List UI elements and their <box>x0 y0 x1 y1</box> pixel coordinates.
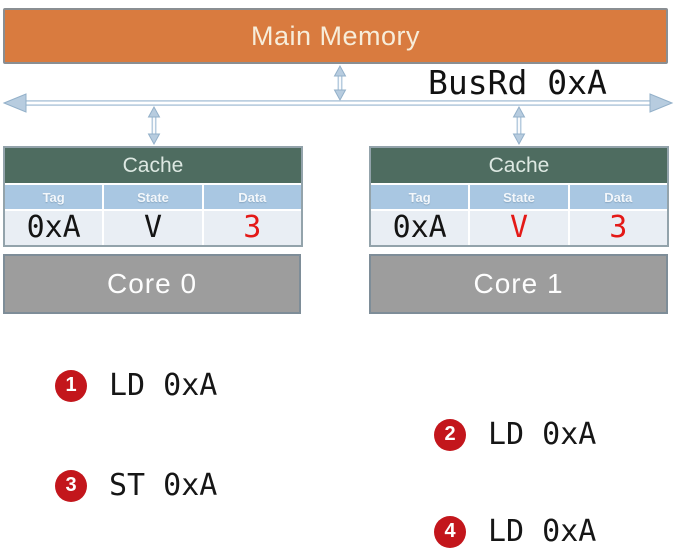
step-4-operation: LD 0xA <box>488 514 597 549</box>
cache-1-state-value: V <box>470 211 568 245</box>
cache-0-state-value: V <box>104 211 202 245</box>
step-2-number-badge: 2 <box>434 418 466 451</box>
step-3: 3 ST 0xA <box>55 468 217 503</box>
step-1-operation: LD 0xA <box>109 368 218 403</box>
cache-1-panel: Cache Tag State Data 0xA V 3 <box>369 146 669 247</box>
core-1-box: Core 1 <box>369 254 668 314</box>
cache-0-data-value: 3 <box>203 211 301 245</box>
cache-1-entry-row: 0xA V 3 <box>371 211 667 245</box>
cache-0-entry-row: 0xA V 3 <box>5 211 301 245</box>
cache-1-title: Cache <box>371 148 667 185</box>
main-memory-label: Main Memory <box>250 20 421 51</box>
cache-1-column-headers: Tag State Data <box>371 185 667 209</box>
cache-1-col-data: Data <box>569 185 667 209</box>
step-4-number-badge: 4 <box>434 515 466 548</box>
step-3-operation: ST 0xA <box>109 468 218 503</box>
bus-transaction-label: BusRd 0xA <box>428 63 607 102</box>
step-3-number-badge: 3 <box>55 469 87 502</box>
cache-0-col-state: State <box>104 185 202 209</box>
cache-1-col-state: State <box>470 185 568 209</box>
cache-0-col-tag: Tag <box>5 185 103 209</box>
cache-1-data-value: 3 <box>569 211 667 245</box>
step-4: 4 LD 0xA <box>434 514 596 549</box>
cache-0-column-headers: Tag State Data <box>5 185 301 209</box>
step-1: 1 LD 0xA <box>55 368 217 403</box>
main-memory-box: Main Memory <box>3 8 668 64</box>
step-2: 2 LD 0xA <box>434 417 596 452</box>
bus-cache1-arrow <box>512 105 526 146</box>
step-1-number-badge: 1 <box>55 369 87 402</box>
memory-bus-arrow <box>333 64 347 102</box>
cache-0-col-data: Data <box>203 185 301 209</box>
cache-1-tag-value: 0xA <box>371 211 469 245</box>
cache-1-col-tag: Tag <box>371 185 469 209</box>
step-2-operation: LD 0xA <box>488 417 597 452</box>
cache-0-tag-value: 0xA <box>5 211 103 245</box>
core-0-box: Core 0 <box>3 254 301 314</box>
core-0-label: Core 0 <box>106 268 198 299</box>
bus-cache0-arrow <box>147 105 161 146</box>
core-1-label: Core 1 <box>473 268 564 299</box>
cache-0-title: Cache <box>5 148 301 185</box>
cache-0-panel: Cache Tag State Data 0xA V 3 <box>3 146 303 247</box>
